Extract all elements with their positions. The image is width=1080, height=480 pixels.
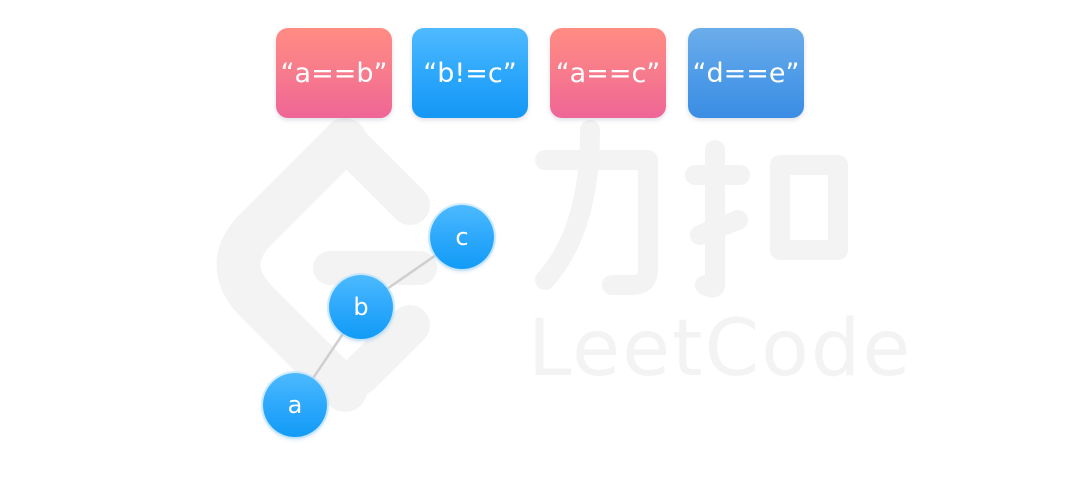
equation-label: “a==b” xyxy=(280,57,388,89)
equation-label: “d==e” xyxy=(692,57,800,89)
equation-card-b-neq-c[interactable]: “b!=c” xyxy=(412,28,528,118)
equation-label: “a==c” xyxy=(555,57,661,89)
node-a[interactable]: a xyxy=(263,373,327,437)
equation-card-d-eq-e[interactable]: “d==e” xyxy=(688,28,804,118)
node-label: a xyxy=(287,391,303,419)
equation-label: “b!=c” xyxy=(423,57,517,89)
equation-card-a-eq-c[interactable]: “a==c” xyxy=(550,28,666,118)
node-label: c xyxy=(455,223,469,251)
node-label: b xyxy=(353,293,369,321)
node-b[interactable]: b xyxy=(329,275,393,339)
node-c[interactable]: c xyxy=(430,205,494,269)
equation-card-a-eq-b[interactable]: “a==b” xyxy=(276,28,392,118)
